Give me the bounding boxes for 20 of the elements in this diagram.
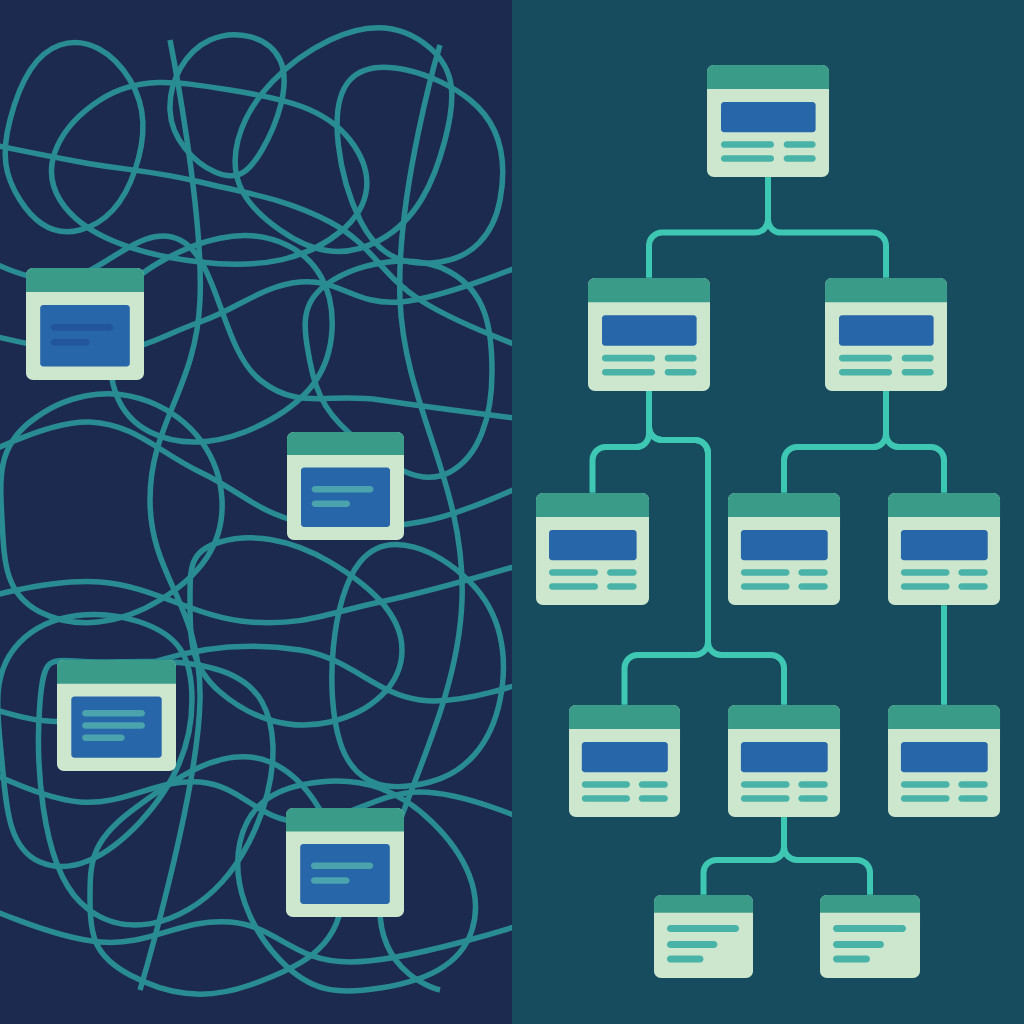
connector-line xyxy=(883,391,947,493)
window-card xyxy=(728,705,840,817)
window-card xyxy=(287,432,404,540)
connector-line xyxy=(781,817,873,895)
connector-line xyxy=(941,605,947,705)
window-card xyxy=(654,895,753,978)
window-card xyxy=(820,895,920,978)
connector-line xyxy=(765,177,889,278)
window-card xyxy=(588,278,710,391)
window-card xyxy=(26,268,144,380)
window-card xyxy=(569,705,680,817)
window-card xyxy=(536,493,649,605)
window-card xyxy=(888,493,1000,605)
window-card xyxy=(825,278,947,391)
window-card xyxy=(707,65,829,177)
connector-line xyxy=(646,391,787,705)
window-card xyxy=(286,808,404,917)
window-card xyxy=(57,660,176,771)
window-card xyxy=(888,705,1000,817)
window-card xyxy=(728,493,840,605)
